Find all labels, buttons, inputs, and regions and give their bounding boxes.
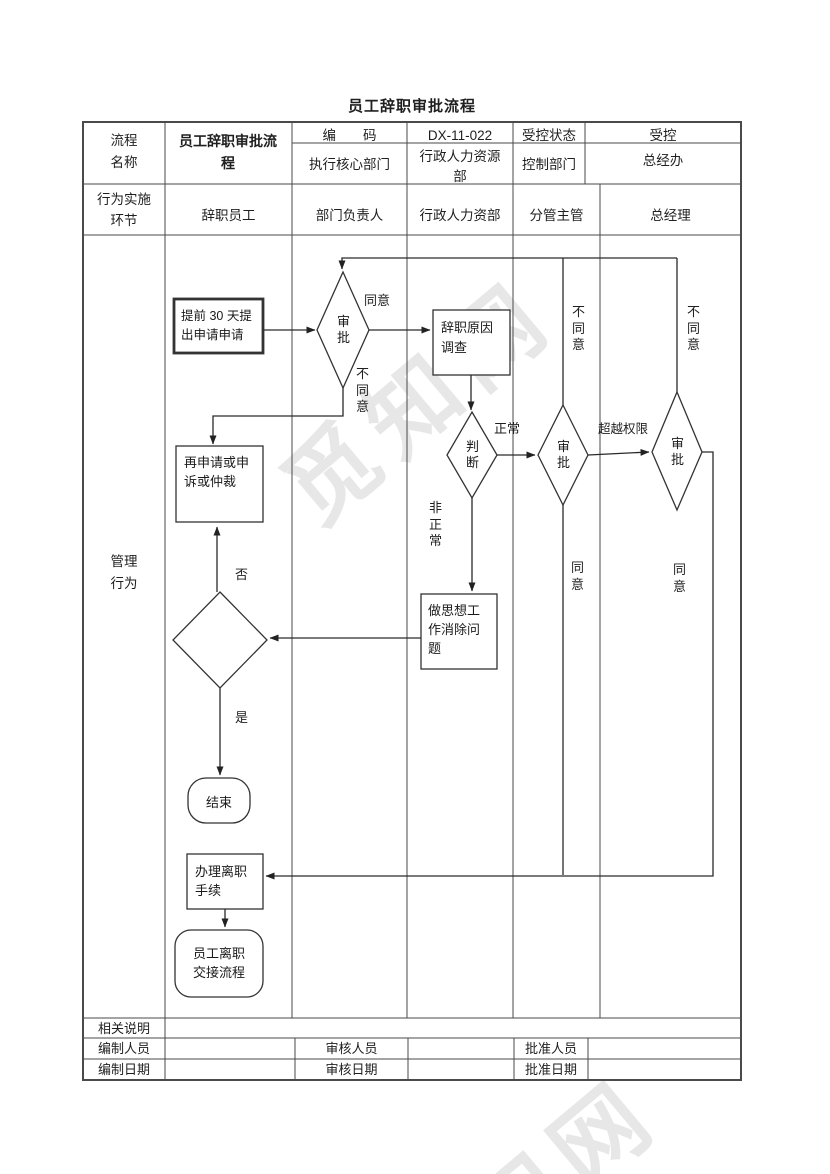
code-value: DX-11-022 (427, 128, 493, 143)
node-handover-rounded (174, 929, 264, 998)
handover-node-text: 员工离职交接流程 (192, 946, 245, 980)
process-name-value: 员工辞职审批流程 (179, 133, 277, 171)
connector-feedback-to-approve1 (338, 257, 677, 270)
notes-label: 相关说明 (97, 1021, 150, 1036)
node-reapply-box (175, 445, 264, 523)
label-disagree-approve3: 不同意 (686, 304, 700, 352)
control-dept-label: 控制部门 (522, 157, 576, 172)
role-dept-head: 部门负责人 (315, 208, 384, 223)
role-supervisor: 分管主管 (529, 208, 584, 223)
thought-work-node-text: 做思想工作消除问题 (428, 603, 481, 656)
control-dept-value: 总经办 (642, 153, 684, 168)
controlled-status-label: 受控状态 (522, 128, 576, 143)
table-grid (82, 121, 742, 1081)
label-agree-approve3: 同意 (672, 562, 686, 594)
role-general-manager: 总经理 (650, 208, 691, 223)
reviewed-by-label: 审核人员 (325, 1041, 378, 1056)
exec-dept-value: 行政人力资源部 (419, 149, 501, 184)
exec-dept-label: 执行核心部门 (309, 157, 390, 172)
label-agree-approve2: 同意 (570, 560, 584, 592)
approve1-node-text: 审批 (336, 314, 350, 345)
label-disagree-approve1: 不同意 (355, 366, 369, 414)
process-name-label: 流程名称 (110, 133, 138, 170)
node-thought-work-box (420, 593, 498, 670)
node-end-terminator (187, 777, 251, 824)
label-over-authority: 超越权限 (598, 422, 649, 436)
node-decision-diamond (172, 591, 268, 689)
approved-date-label: 批准日期 (524, 1062, 577, 1077)
approve2-node-text: 审批 (556, 439, 570, 470)
judge-node-text: 判断 (465, 439, 479, 470)
label-abnormal: 非正常 (428, 500, 442, 548)
connector-approve1-disagree (209, 388, 344, 445)
start-node-text: 提前 30 天提出申请申请 (181, 309, 252, 342)
label-yes: 是 (235, 710, 249, 725)
prepared-date-label: 编制日期 (97, 1062, 150, 1077)
prepared-by-label: 编制人员 (97, 1041, 150, 1056)
reviewed-date-label: 审核日期 (325, 1062, 378, 1077)
node-approve3-diamond (651, 390, 703, 512)
label-disagree-approve2: 不同意 (571, 304, 585, 352)
approved-by-label: 批准人员 (524, 1041, 577, 1056)
label-no: 否 (235, 567, 249, 582)
label-agree-approve1: 同意 (364, 293, 391, 308)
connector-approve2-over-authority (587, 448, 650, 456)
role-resigning-employee: 辞职员工 (201, 208, 256, 223)
end-node-text: 结束 (205, 795, 232, 810)
reapply-node-text: 再申请或申诉或仲裁 (184, 455, 250, 489)
procedure-node-text: 办理离职手续 (195, 864, 248, 898)
label-normal: 正常 (494, 421, 521, 436)
page-title: 员工辞职审批流程 (347, 98, 476, 115)
code-label: 编 码 (322, 128, 377, 143)
controlled-status-value: 受控 (649, 128, 677, 143)
role-hr-dept: 行政人力资部 (419, 208, 501, 223)
resign-reason-node-text: 辞职原因调查 (441, 320, 494, 355)
connector-approve3-agree-to-procedure (265, 451, 714, 880)
lane-label: 管理行为 (110, 554, 138, 591)
approve3-node-text: 审批 (670, 436, 684, 467)
node-procedure-box (186, 853, 264, 910)
node-start-box (172, 297, 265, 355)
node-resign-reason-box (432, 309, 511, 376)
roles-row-label: 行为实施环节 (97, 192, 151, 228)
